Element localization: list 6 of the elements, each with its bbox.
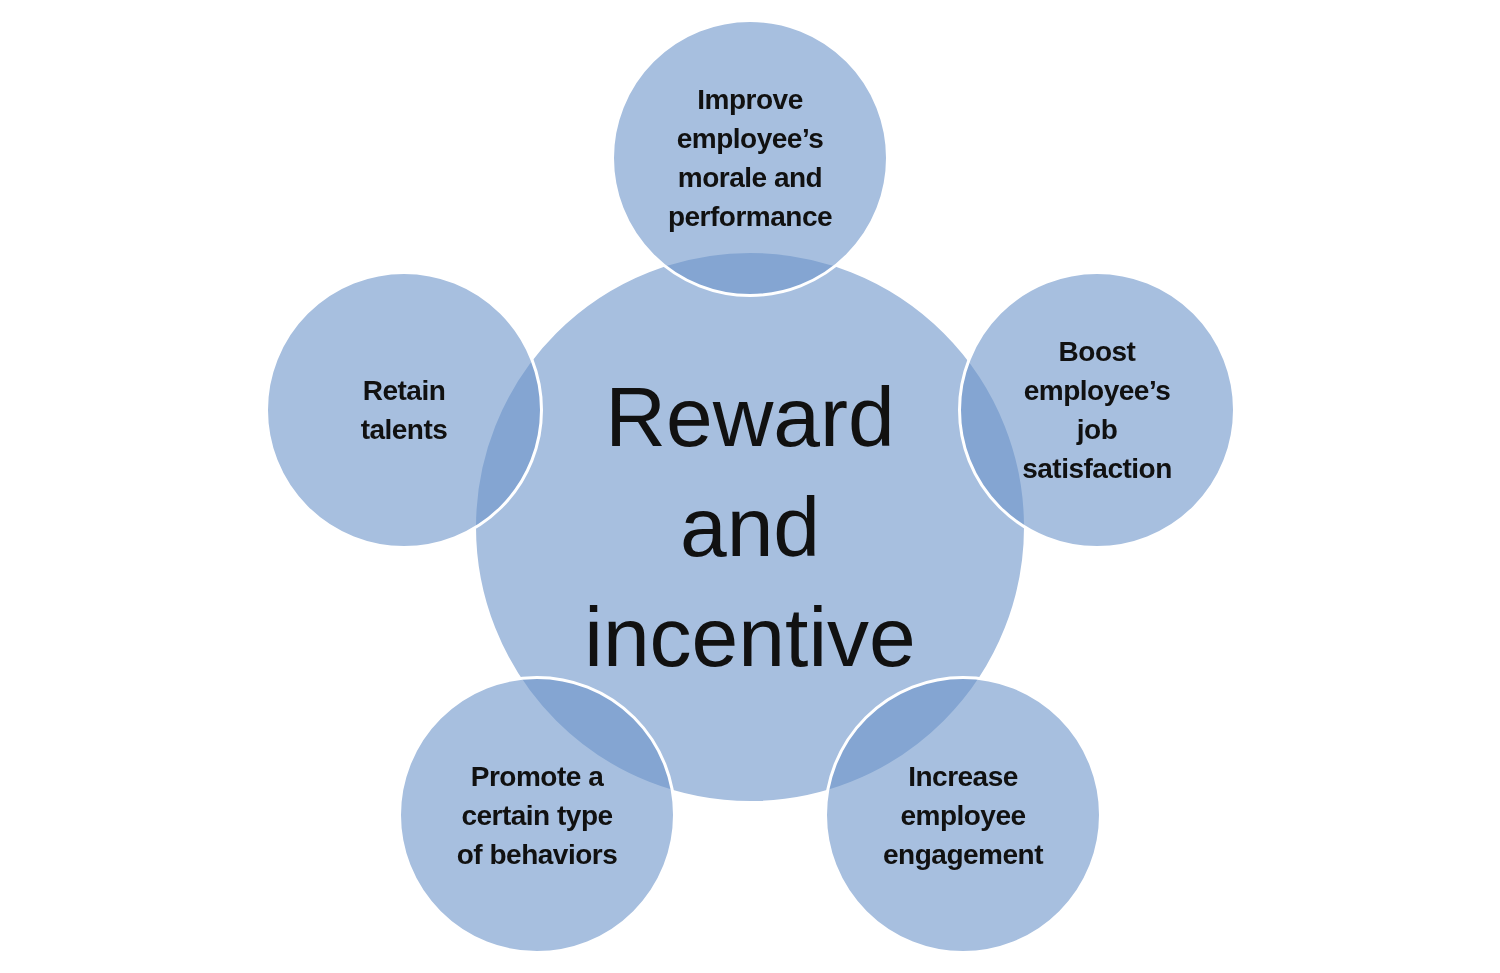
circle-label: Retain talents xyxy=(359,374,449,447)
circle-label: Promote a certain type of behaviors xyxy=(455,759,619,872)
circle-label: Increase employee engagement xyxy=(882,759,1045,872)
circle-label: Improve employee’s morale and performance xyxy=(666,83,834,234)
circle-label: Boost employee’s job satisfaction xyxy=(1021,335,1173,486)
central-label: Reward and incentive xyxy=(583,369,917,686)
